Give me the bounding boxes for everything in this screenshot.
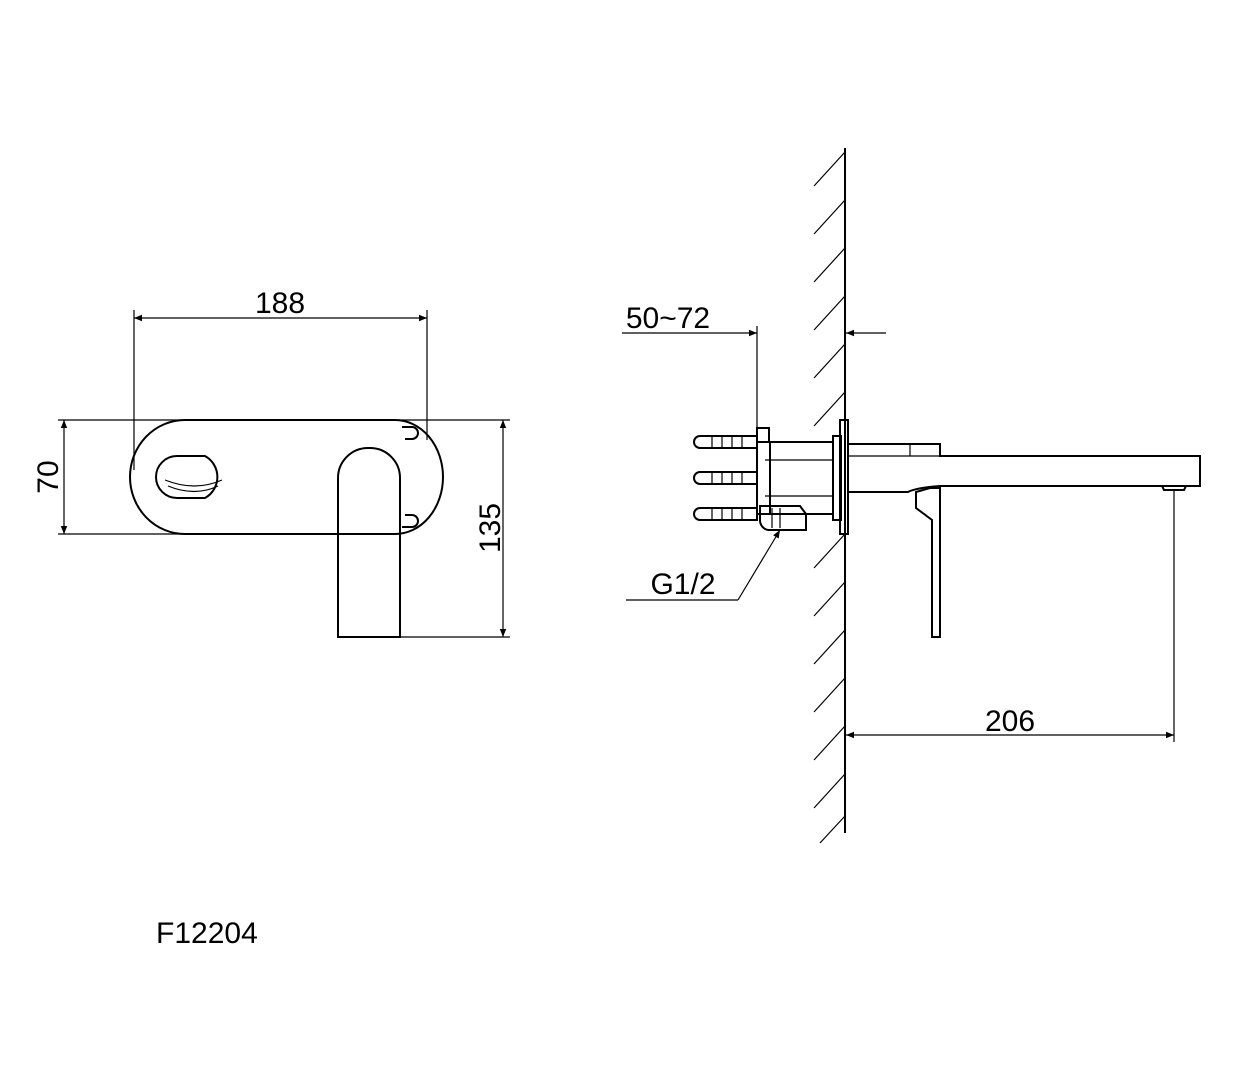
front-plate-nub-bottom [402,514,419,528]
side-aerator [1160,485,1188,491]
front-plate-slot [155,455,219,499]
side-lever [915,487,941,638]
model-number: F12204 [156,917,258,950]
front-slot-inner-2 [167,485,219,493]
dim-50-72-label: 50~72 [626,302,710,335]
dim-188-label: 188 [255,287,305,320]
front-plate-nub-top [402,426,419,440]
dim-135-label: 135 [474,503,507,553]
side-spout [848,443,1201,493]
screw-bottom [693,507,758,521]
front-backplate [129,419,444,535]
side-inlet-fitting [758,505,807,531]
side-mounting-screws [693,435,758,521]
front-spout [337,447,401,638]
wall-hatching [813,151,846,844]
side-valve-body [756,441,834,515]
front-view: 188 70 135 [32,287,510,638]
screw-top [693,435,758,449]
front-slot-inner [164,479,223,487]
dim-70-label: 70 [32,460,65,493]
screw-middle [693,471,758,485]
thread-label: G1/2 [650,568,715,601]
side-view: 50~72 G1/2 206 [622,148,1201,844]
thread-leader-arrow [737,529,781,601]
dim-206-label: 206 [985,705,1035,738]
